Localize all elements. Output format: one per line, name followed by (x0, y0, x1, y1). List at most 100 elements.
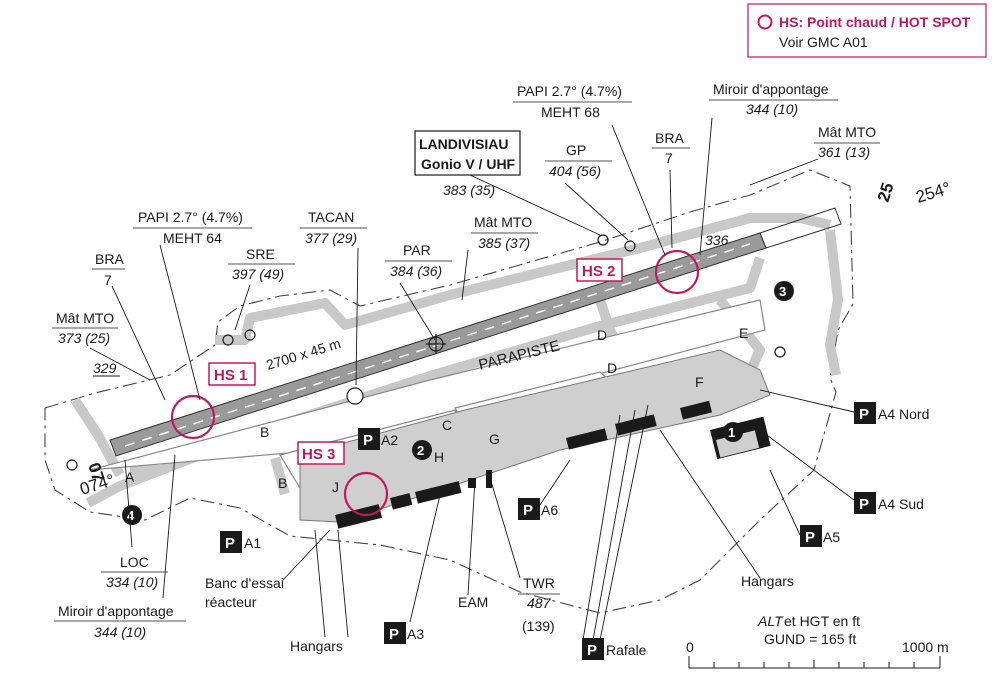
parking-a3: P A3 (384, 622, 424, 644)
hotspots: HS 1 HS 2 HS 3 (170, 249, 700, 517)
parking-a1: P A1 (220, 531, 261, 553)
banc-label-2: réacteur (205, 594, 257, 610)
taxiway-j: J (332, 479, 339, 495)
apron-grey (299, 349, 771, 523)
parking-badges: P A1 P A2 P A3 P A4 Nord P A4 Sud P A5 (220, 402, 929, 660)
tacan-label: TACAN (308, 209, 354, 225)
hgt-label: et HGT en ft (784, 613, 860, 629)
sre-icon (222, 334, 234, 346)
parking-a5: P A5 (800, 525, 840, 547)
svg-text:P: P (523, 502, 533, 519)
twr-value: 487 (527, 595, 552, 611)
par-label: PAR (403, 242, 431, 258)
papi-west-meht: MEHT 64 (163, 230, 222, 246)
runway-number-west: 07 (84, 460, 108, 484)
hotspot-1-label: HS 1 (214, 367, 247, 384)
twr-height: (139) (522, 618, 555, 634)
runway-number-east: 25 (874, 180, 898, 204)
leader-lines (89, 117, 855, 641)
facility-labels: PAPI 2.7° (4.7%) MEHT 64 BRA 7 Mât MTO 3… (52, 81, 880, 654)
svg-text:P: P (587, 642, 597, 659)
mat-mto-east-value: 361 (13) (818, 144, 870, 160)
taxiway-d-south: D (607, 360, 617, 376)
taxiway-c: C (442, 417, 452, 433)
svg-text:P: P (805, 529, 815, 546)
miroir-east-value: 344 (10) (746, 101, 798, 117)
taxiway-b-south: B (278, 475, 287, 491)
sre-label: SRE (246, 246, 275, 262)
svg-text:A6: A6 (541, 502, 558, 518)
hotspot-3-label: HS 3 (302, 446, 335, 463)
bra-east-label: BRA (655, 130, 684, 146)
miroir-west-value: 344 (10) (94, 624, 146, 640)
numbered-markers: 1 2 3 4 (122, 281, 794, 525)
gp-label: GP (566, 142, 586, 158)
gonio-label-1: LANDIVISIAU (419, 136, 508, 152)
loc-value: 334 (10) (106, 574, 158, 590)
svg-text:P: P (363, 432, 373, 449)
taxiway-e: E (739, 325, 748, 341)
svg-text:A4 Nord: A4 Nord (878, 406, 929, 422)
parking-rafale: P Rafale (582, 638, 647, 660)
bra-west-value: 7 (104, 272, 112, 288)
qfu-east: 254° (914, 178, 953, 206)
bra-west-label: BRA (95, 251, 124, 267)
alt-label: ALT (757, 613, 784, 629)
mat-mto-center-label: Mât MTO (474, 214, 532, 230)
tacan-value: 377 (29) (305, 230, 357, 246)
marker-4: 4 (127, 508, 135, 523)
svg-text:P: P (859, 406, 869, 423)
mat-mto-center-value: 385 (37) (478, 235, 530, 251)
scale-1000: 1000 m (902, 639, 949, 655)
svg-text:A1: A1 (244, 535, 261, 551)
papi-east-label: PAPI 2.7° (4.7%) (517, 83, 622, 99)
taxiway-b-north: B (260, 424, 269, 440)
gp-icon (624, 240, 636, 252)
thr-elev-east: 336 (705, 232, 729, 248)
mat-mto-west-label: Mât MTO (56, 310, 114, 326)
marker-1: 1 (728, 425, 735, 440)
eam-label: EAM (458, 594, 488, 610)
aerodrome-fence (44, 169, 854, 614)
parking-a4-nord: P A4 Nord (854, 402, 929, 424)
nav-symbols (66, 234, 786, 471)
parking-a6: P A6 (518, 498, 558, 520)
hotspot-legend-icon (757, 14, 773, 30)
mat-mto-west-value: 373 (25) (58, 330, 110, 346)
tacan-icon (346, 387, 364, 405)
miroir-west-label: Miroir d'appontage (58, 603, 174, 619)
thr-elev-west: 329 (93, 360, 117, 376)
runway-dimensions: 2700 x 45 m (264, 335, 342, 373)
taxiway-a: A (125, 469, 135, 485)
legend-title: HS: Point chaud / HOT SPOT (779, 14, 971, 30)
wind-sock-icon (774, 346, 786, 358)
svg-text:Rafale: Rafale (606, 642, 647, 658)
scale-bar (688, 656, 941, 669)
scale-zero: 0 (686, 639, 694, 655)
papi-west-label: PAPI 2.7° (4.7%) (138, 209, 243, 225)
bra-east-value: 7 (665, 150, 673, 166)
wind-sock-icon-2 (244, 329, 256, 341)
marker-2: 2 (417, 443, 424, 458)
altitude-note: ALT et HGT en ft GUND = 165 ft (757, 613, 860, 647)
mat-mto-east-label: Mât MTO (818, 124, 876, 140)
svg-text:A3: A3 (407, 626, 424, 642)
taxiway-g: G (489, 431, 500, 447)
loc-label: LOC (120, 554, 149, 570)
taxiway-d-north: D (597, 327, 607, 343)
taxiway-f: F (695, 374, 704, 390)
taxiway-letters: A B B C D D E F G H J (125, 325, 748, 495)
gonio-label-2: Gonio V / UHF (421, 156, 516, 172)
hotspot-legend: HS: Point chaud / HOT SPOT Voir GMC A01 (747, 3, 987, 58)
taxiway-h: H (434, 449, 444, 465)
miroir-east-label: Miroir d'appontage (713, 81, 829, 97)
svg-text:A5: A5 (823, 529, 840, 545)
parking-a2: P A2 (358, 428, 398, 450)
gonio-value: 383 (35) (443, 182, 495, 198)
hotspot-2-circle (654, 249, 700, 295)
gp-value: 404 (56) (549, 163, 601, 179)
hotspot-2-label: HS 2 (582, 263, 615, 280)
svg-text:P: P (389, 626, 399, 643)
papi-east-meht: MEHT 68 (541, 104, 600, 120)
